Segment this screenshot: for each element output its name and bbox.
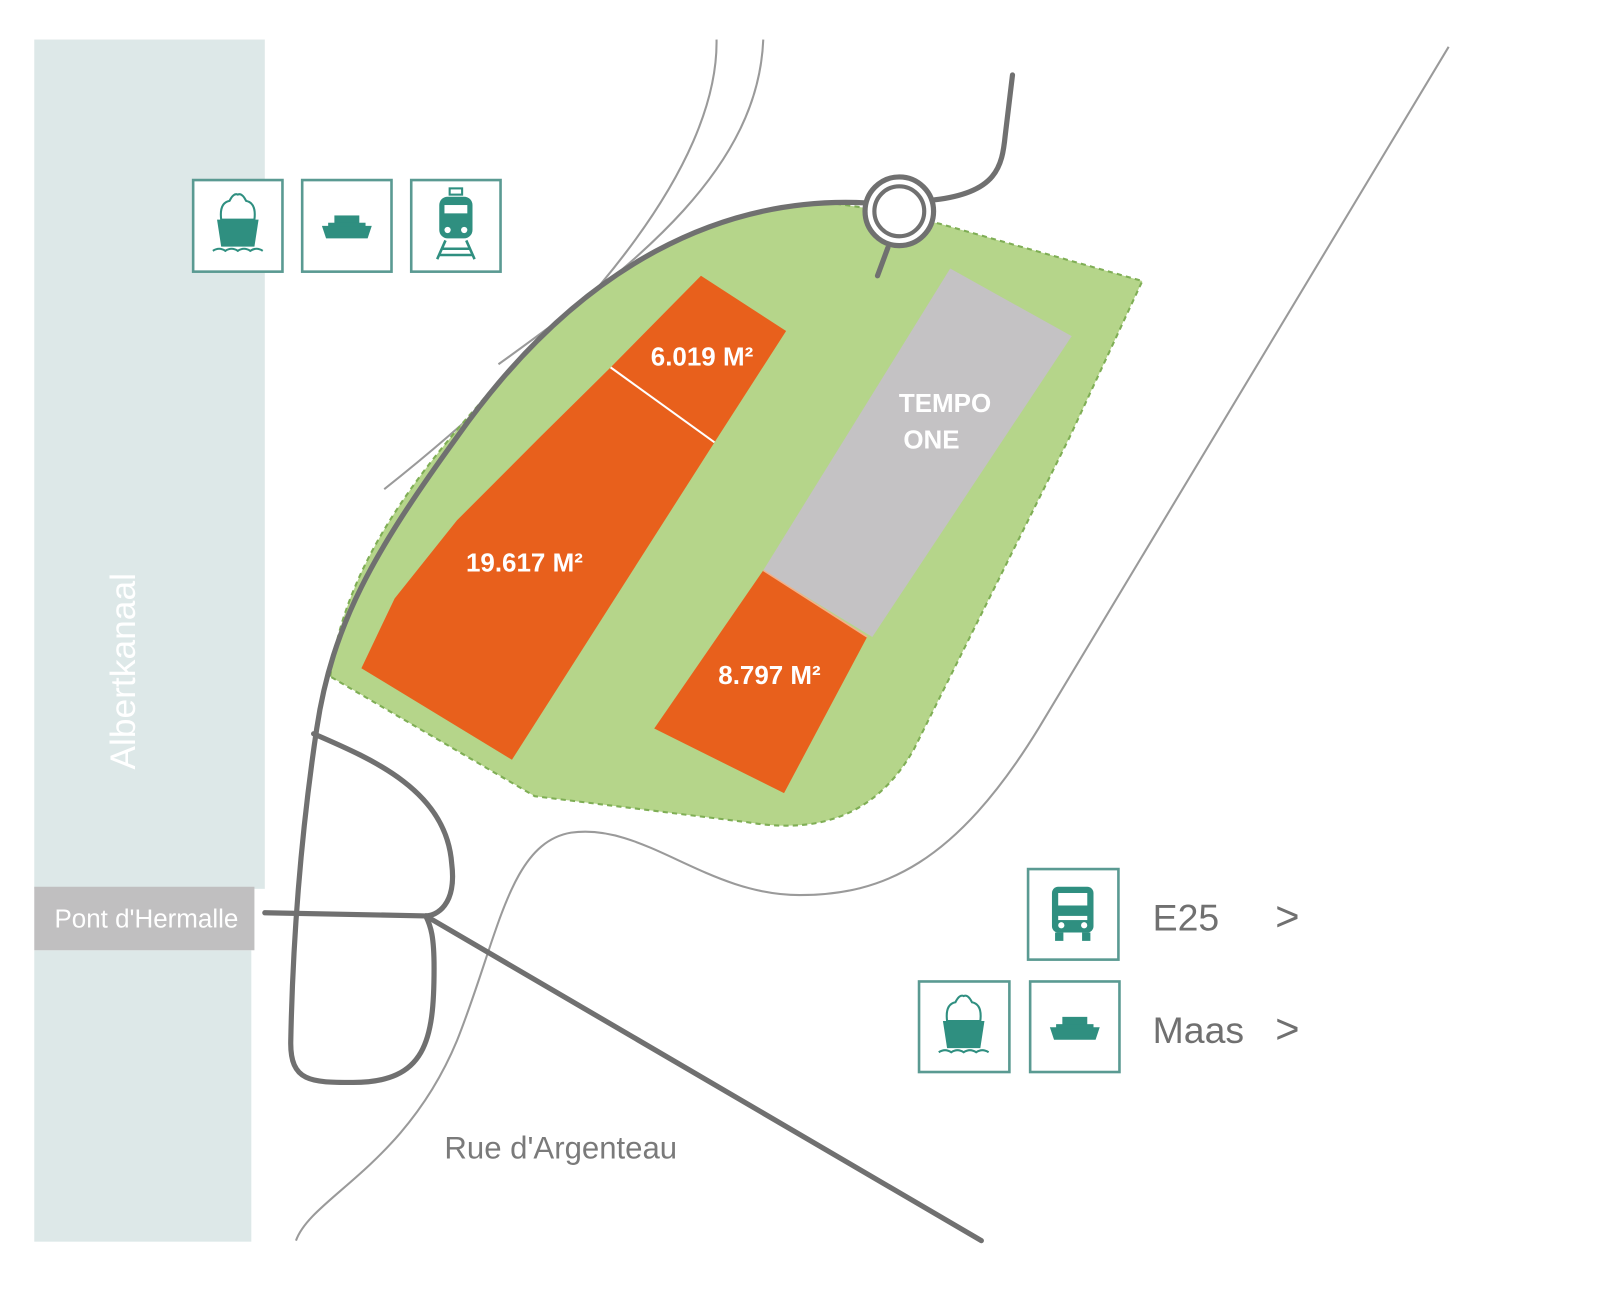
transport-icons-top <box>191 178 502 273</box>
maas-link[interactable]: Maas > <box>917 980 1299 1074</box>
chevron-right-icon: > <box>1275 892 1299 939</box>
plot-8797[interactable] <box>654 570 868 794</box>
e25-link[interactable]: E25 > <box>1026 867 1299 961</box>
maas-label: Maas <box>1153 1009 1244 1051</box>
building-label: TEMPO <box>899 388 991 418</box>
plot-label: 19.617 M² <box>466 547 583 577</box>
bridge <box>34 886 255 951</box>
canal-albertkanaal <box>34 39 265 889</box>
building-label: ONE <box>903 425 959 455</box>
canal-label: Albertkanaal <box>104 573 143 770</box>
plot-6019[interactable] <box>610 275 787 443</box>
chevron-right-icon: > <box>1275 1005 1299 1052</box>
main-roads <box>262 72 1016 1244</box>
plot-label: 6.019 M² <box>651 341 754 371</box>
existing-building-tempo-one <box>763 268 1072 637</box>
train-icon <box>435 187 476 261</box>
canal-albertkanaal-lower <box>34 950 252 1242</box>
plot-divider <box>610 366 716 444</box>
rue-d-argenteau-road <box>294 46 1450 1241</box>
street-label: Rue d'Argenteau <box>444 1130 677 1165</box>
bridge-label: Pont d'Hermalle <box>54 903 238 933</box>
plot-divider <box>762 569 868 638</box>
plot-19617[interactable] <box>361 367 715 760</box>
plot-label: 8.797 M² <box>718 660 821 690</box>
e25-label: E25 <box>1153 896 1219 938</box>
roundabout-inner <box>872 184 927 239</box>
